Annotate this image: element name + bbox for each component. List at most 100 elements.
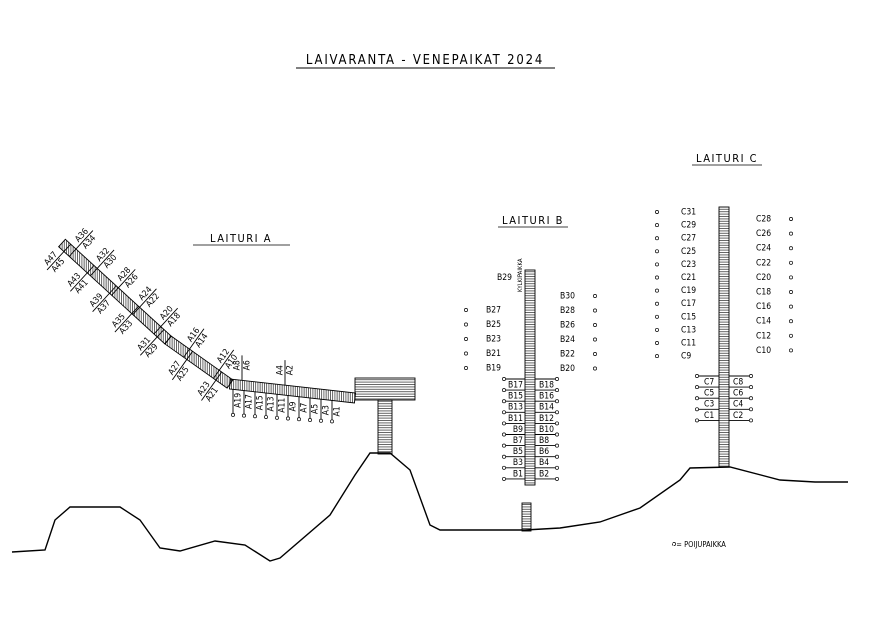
berth-label: A6 xyxy=(243,360,253,370)
buoy-icon xyxy=(502,443,506,448)
buoy-icon xyxy=(502,399,506,404)
buoy-icon xyxy=(655,301,659,306)
buoy-icon xyxy=(749,374,753,378)
berth-label: C15 xyxy=(681,312,696,322)
buoy-icon xyxy=(789,304,793,309)
buoy-icon xyxy=(555,421,559,426)
berth-label: A5 xyxy=(311,404,321,414)
berth-label: A15 xyxy=(256,395,266,410)
buoy-icon xyxy=(502,476,506,481)
berth-label: B14 xyxy=(539,403,554,413)
buoy-icon xyxy=(264,415,268,419)
pier-a-finger xyxy=(114,305,139,333)
berth-label: B24 xyxy=(560,335,575,345)
buoy-icon xyxy=(749,407,753,412)
buoy-icon xyxy=(253,414,257,419)
buoy-icon xyxy=(555,432,559,437)
berth-label: B6 xyxy=(539,447,549,457)
buoy-icon xyxy=(655,275,659,280)
buoy-icon xyxy=(555,388,559,393)
berth-label: B7 xyxy=(513,436,523,446)
berth-label: A7 xyxy=(300,403,310,413)
buoy-icon xyxy=(319,418,323,423)
shoreline xyxy=(11,452,848,562)
buoy-icon xyxy=(789,290,793,294)
pier-a-finger xyxy=(153,307,178,335)
berth-label: B28 xyxy=(560,306,575,316)
buoy-icon xyxy=(655,288,659,293)
buoy-icon xyxy=(502,421,506,426)
buoy-icon xyxy=(749,396,753,401)
pier-b-bridge xyxy=(521,502,532,532)
buoy-icon xyxy=(231,412,235,417)
pier-a-finger xyxy=(213,349,235,379)
pier-a-head xyxy=(354,377,416,401)
buoy-icon xyxy=(308,418,312,422)
berth-label: C22 xyxy=(756,258,771,268)
pier-a-heading: LAITURI A xyxy=(210,232,272,245)
berth-label: C12 xyxy=(756,331,771,341)
berth-label: C19 xyxy=(681,286,696,296)
buoy-icon xyxy=(695,396,699,401)
pier-b-heading: LAITURI B xyxy=(502,214,564,227)
berth-label: C17 xyxy=(681,299,696,309)
berth-label: C11 xyxy=(681,339,696,349)
berth-label: C23 xyxy=(681,260,696,270)
berth-label: B26 xyxy=(560,321,575,331)
pier-a-finger xyxy=(183,328,205,358)
berth-label: A1 xyxy=(333,406,343,416)
buoy-icon xyxy=(593,366,597,371)
buoy-icon xyxy=(464,322,468,327)
berth-label: A9 xyxy=(289,401,299,411)
berth-label: C26 xyxy=(756,229,771,239)
pier-a-finger xyxy=(139,329,165,356)
buoy-icon xyxy=(464,308,468,312)
berth-label: B30 xyxy=(560,292,575,302)
berth-label: B27 xyxy=(486,306,501,316)
pier-a-finger xyxy=(201,371,223,401)
buoy-icon xyxy=(789,275,793,280)
buoy-icon xyxy=(555,377,559,381)
berth-label: B8 xyxy=(539,436,549,446)
berth-label: B11 xyxy=(508,414,523,424)
buoy-icon xyxy=(789,333,793,338)
buoy-icon xyxy=(655,314,659,319)
pier-a-finger xyxy=(90,249,115,277)
pier-a-finger xyxy=(132,288,157,315)
berth-label: B16 xyxy=(539,392,554,402)
berth-label: C18 xyxy=(756,288,771,298)
buoy-icon xyxy=(555,443,559,448)
berth-label: B19 xyxy=(486,364,501,374)
berth-label: A11 xyxy=(278,398,288,413)
berth-label: C1 xyxy=(704,411,714,421)
berth-label: B1 xyxy=(513,469,523,479)
berth-label: B23 xyxy=(486,335,501,345)
berth-label: C16 xyxy=(756,302,771,312)
berth-label: A3 xyxy=(322,405,332,415)
berth-label: B20 xyxy=(560,364,575,374)
berth-label: C5 xyxy=(704,389,714,399)
berth-label: A13 xyxy=(267,396,277,411)
buoy-icon xyxy=(695,418,699,423)
berth-label: C6 xyxy=(733,389,743,399)
buoy-icon xyxy=(555,476,559,481)
berth-label: A4 xyxy=(276,365,286,375)
pier-a-stem xyxy=(377,399,393,455)
buoy-icon xyxy=(655,262,659,267)
buoy-icon xyxy=(555,454,559,459)
buoy-icon xyxy=(555,465,559,470)
buoy-icon xyxy=(330,419,334,424)
berth-label: B17 xyxy=(508,381,523,391)
berth-label: C13 xyxy=(681,325,696,335)
berth-label: B25 xyxy=(486,320,501,330)
buoy-icon xyxy=(655,223,659,228)
buoy-icon xyxy=(464,337,468,341)
pier-c-walkway xyxy=(718,206,730,468)
pier-a-finger xyxy=(111,269,136,296)
buoy-icon xyxy=(464,351,468,356)
berth-label: B3 xyxy=(513,458,523,468)
buoy-icon xyxy=(593,337,597,342)
pier-c-heading: LAITURI C xyxy=(696,152,758,165)
berth-label: B5 xyxy=(513,447,523,457)
